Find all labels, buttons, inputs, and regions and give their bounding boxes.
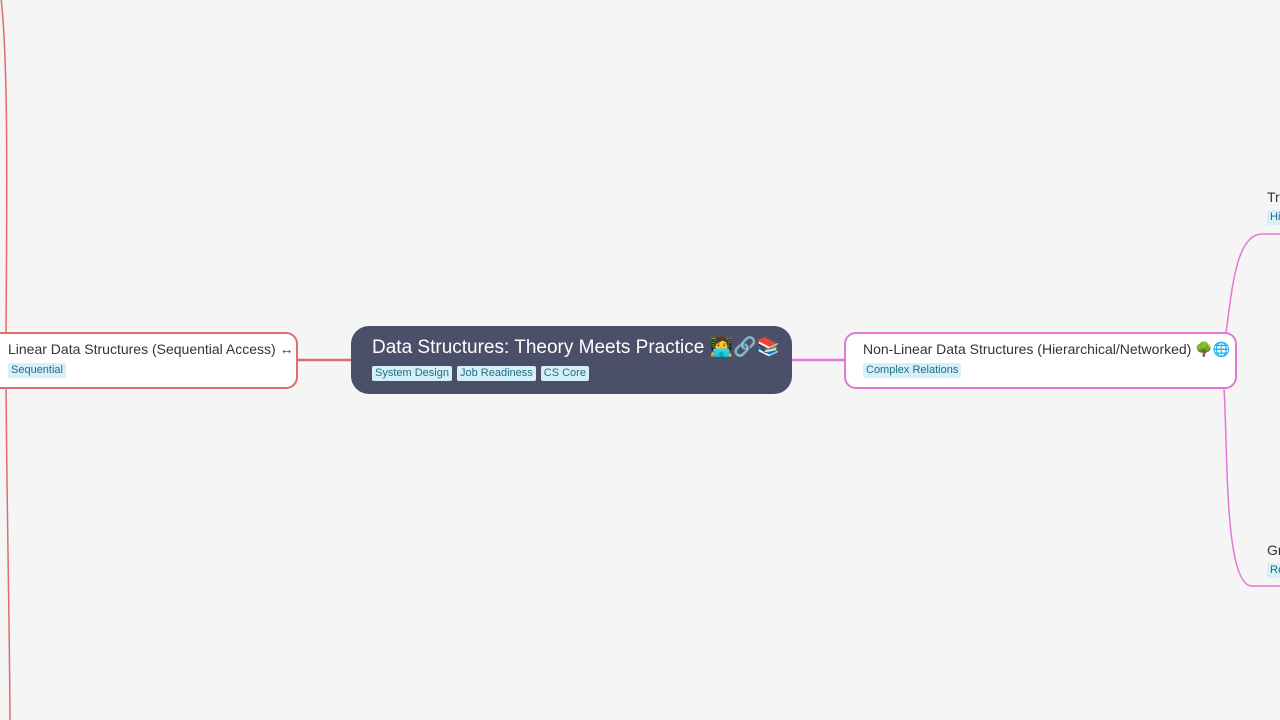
root-node[interactable]: Data Structures: Theory Meets Practice 🧑… — [351, 326, 792, 394]
tag-complex-relations: Complex Relations — [863, 363, 962, 378]
root-title: Data Structures: Theory Meets Practice 🧑… — [372, 337, 781, 358]
non-linear-data-structures-node[interactable]: Non-Linear Data Structures (Hierarchical… — [844, 332, 1237, 389]
trees-tag: Hi — [1267, 210, 1280, 225]
root-tags: System Design Job Readiness CS Core — [372, 366, 792, 381]
tag-system-design: System Design — [372, 366, 452, 381]
linear-tags: Sequential — [8, 363, 296, 378]
non-linear-title: Non-Linear Data Structures (Hierarchical… — [863, 341, 1231, 357]
graphs-title: Gr — [1267, 542, 1280, 558]
linear-data-structures-node[interactable]: Linear Data Structures (Sequential Acces… — [0, 332, 298, 389]
right-child1-connector — [1225, 233, 1280, 334]
graphs-tag: Re — [1267, 563, 1280, 578]
graphs-node[interactable]: Gr Re — [1267, 541, 1280, 578]
tag-job-readiness: Job Readiness — [456, 366, 536, 381]
non-linear-tags: Complex Relations — [863, 363, 1235, 378]
tag-cs-core: CS Core — [540, 366, 589, 381]
right-child2-connector — [1223, 388, 1280, 587]
linear-title: Linear Data Structures (Sequential Acces… — [8, 341, 294, 357]
tag-sequential: Sequential — [8, 363, 66, 378]
trees-node[interactable]: Tr Hi — [1267, 188, 1280, 225]
trees-title: Tr — [1267, 189, 1280, 205]
